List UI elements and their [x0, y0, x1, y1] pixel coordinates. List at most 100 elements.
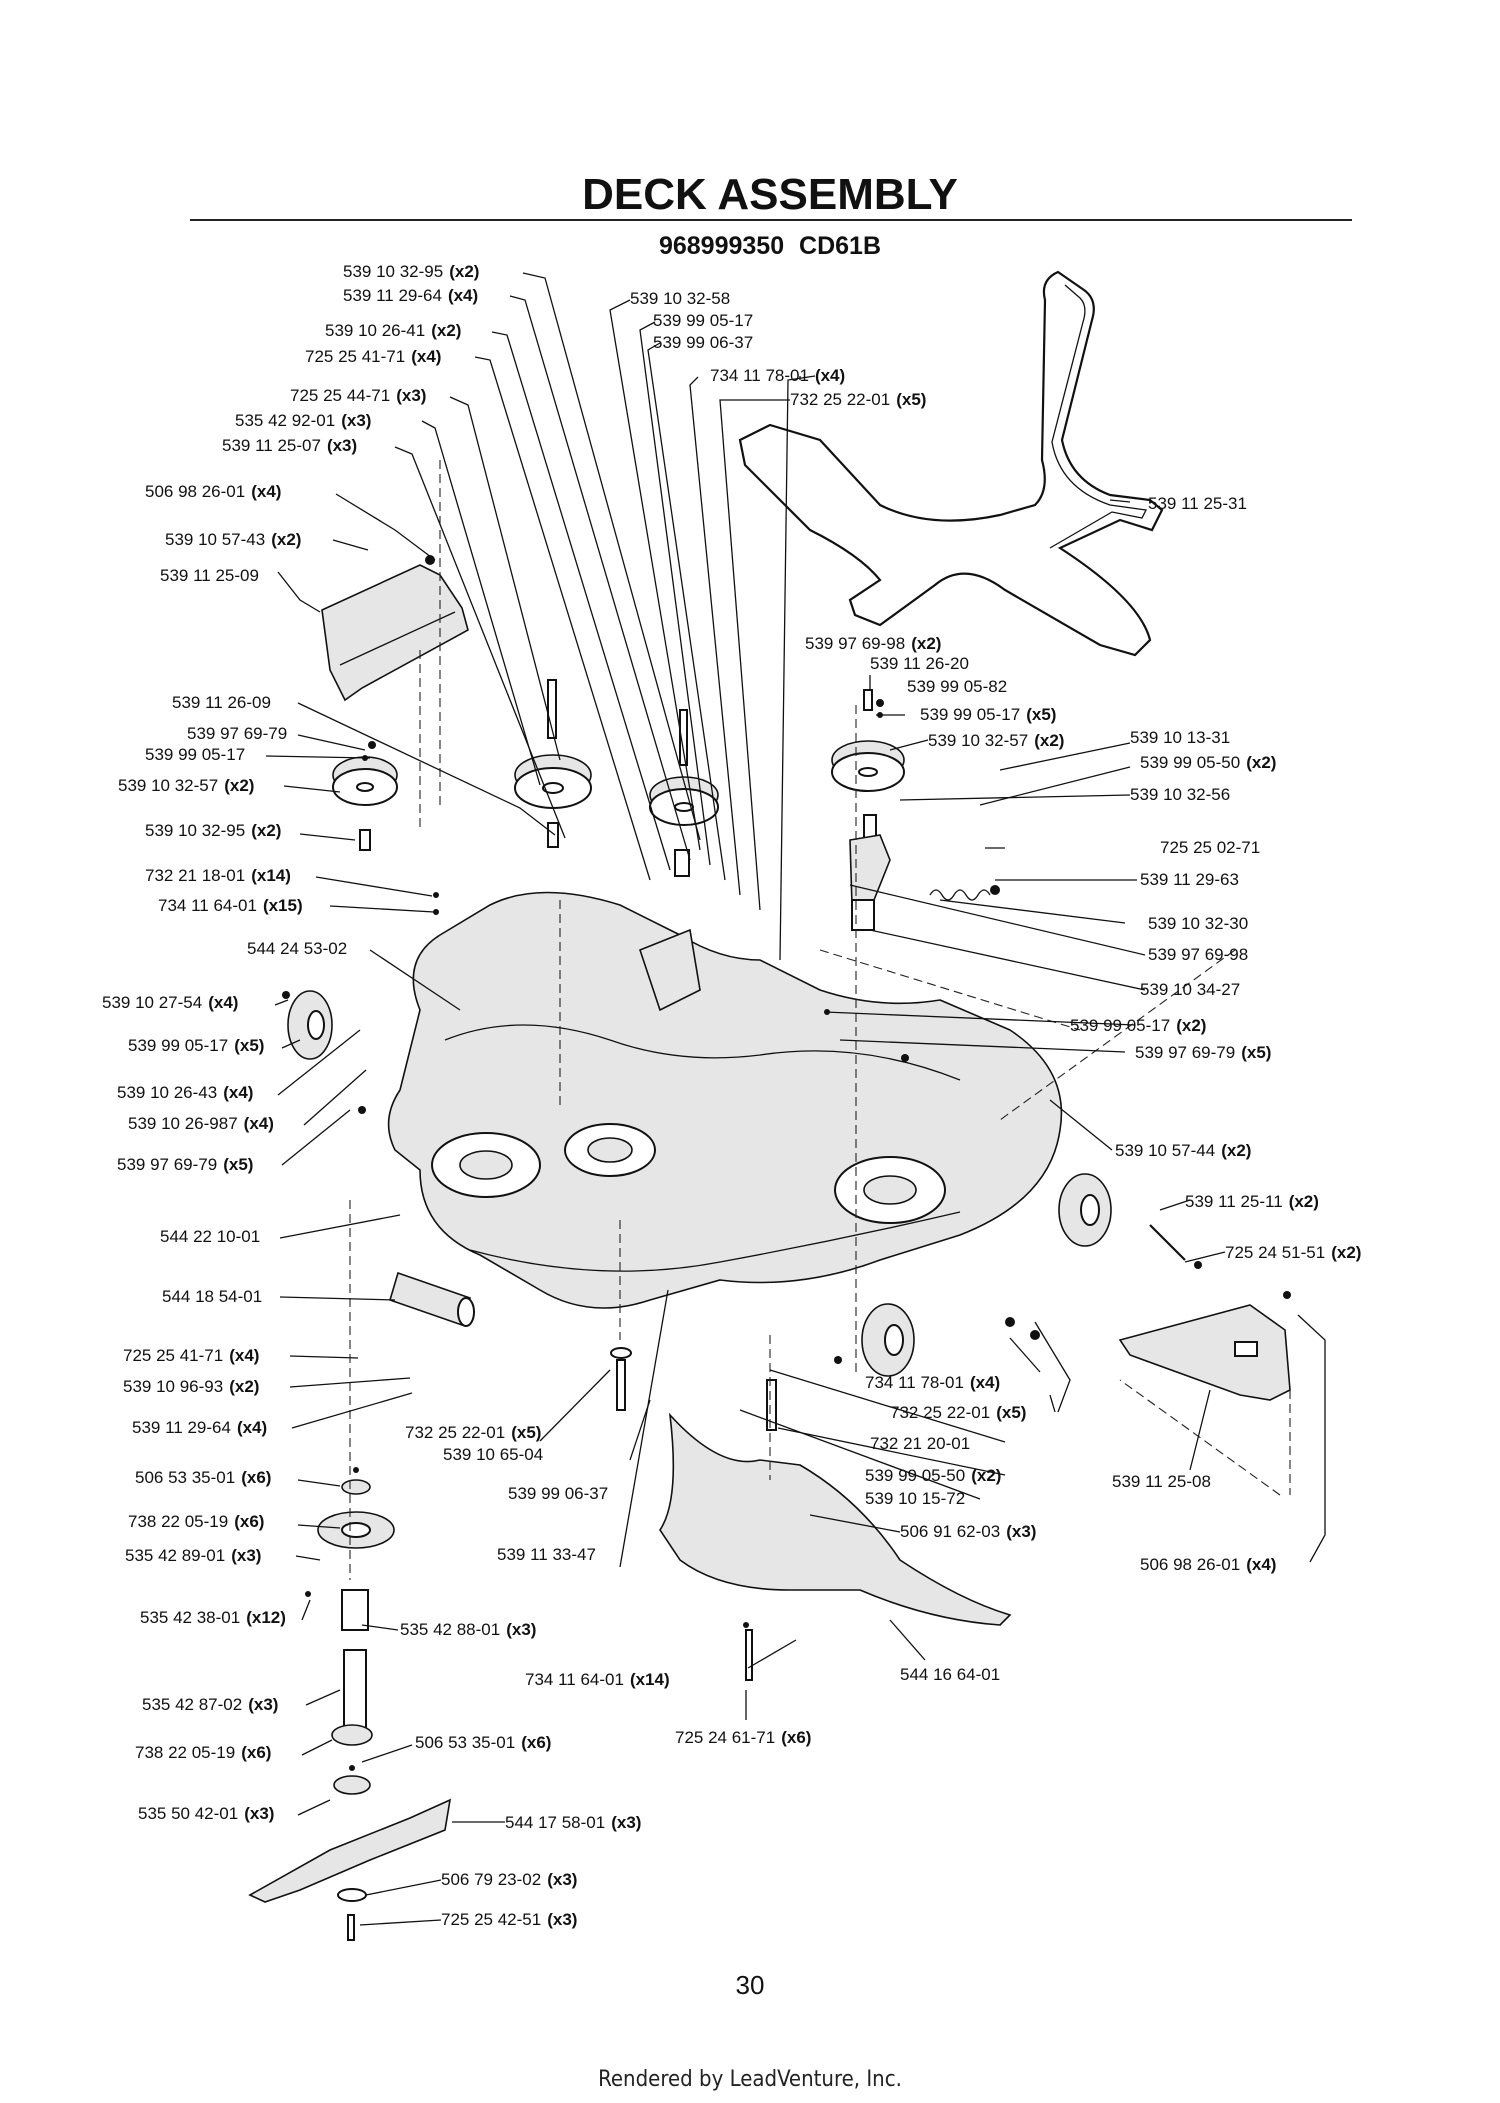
label-539-97-69-98: 539 97 69-98(x2) [805, 634, 942, 653]
label-539-11-29-64-lower: 539 11 29-64(x4) [132, 1418, 268, 1437]
label-725-24-51-51: 725 24 51-51(x2) [1225, 1243, 1362, 1262]
mower-deck-housing [387, 891, 1063, 1309]
label-539-11-25-31: 539 11 25-31 [1148, 494, 1247, 513]
label-539-10-32-57-right: 539 10 32-57(x2) [928, 731, 1065, 750]
label-539-10-32-95: 539 10 32-95(x2) [343, 262, 480, 281]
label-539-10-27-54: 539 10 27-54(x4) [102, 993, 239, 1012]
deck-bracket [639, 928, 701, 1012]
label-539-10-15-72: 539 10 15-72 [865, 1489, 966, 1508]
hardware-items [282, 555, 1291, 1771]
label-732-25-22-01-right: 732 25 22-01(x5) [890, 1403, 1027, 1422]
label-535-42-88-01: 535 42 88-01(x3) [400, 1620, 537, 1639]
label-725-25-41-71-lower: 725 25 41-71(x4) [123, 1346, 260, 1365]
label-539-10-57-43: 539 10 57-43(x2) [165, 530, 302, 549]
label-738-22-05-19: 738 22 05-19(x6) [128, 1512, 265, 1531]
label-539-10-32-58: 539 10 32-58 [630, 289, 731, 308]
label-539-11-25-08: 539 11 25-08 [1112, 1472, 1211, 1491]
label-535-42-89-01: 535 42 89-01(x3) [125, 1546, 262, 1565]
label-539-97-69-79-right: 539 97 69-79(x5) [1135, 1043, 1272, 1062]
label-539-10-26-987: 539 10 26-987(x4) [128, 1114, 274, 1133]
label-539-11-26-20: 539 11 26-20 [870, 654, 969, 673]
label-535-42-38-01: 535 42 38-01(x12) [140, 1608, 286, 1627]
label-539-10-57-44: 539 10 57-44(x2) [1115, 1141, 1252, 1160]
idler-arm [849, 834, 891, 911]
label-734-11-78-01: 734 11 78-01(x4) [710, 366, 846, 385]
label-734-11-64-01: 734 11 64-01(x15) [158, 896, 303, 915]
label-725-25-44-71: 725 25 44-71(x3) [290, 386, 427, 405]
model-number: 968999350 CD61B [658, 232, 882, 260]
bolt-right [766, 1379, 777, 1431]
label-539-99-05-17-top: 539 99 05-17 [653, 311, 754, 330]
label-539-11-25-07: 539 11 25-07(x3) [222, 436, 358, 455]
label-539-97-69-98-lower: 539 97 69-98 [1148, 945, 1249, 964]
label-539-10-13-31: 539 10 13-31 [1130, 728, 1231, 747]
label-544-22-10-01: 544 22 10-01 [160, 1227, 261, 1246]
label-539-10-26-43: 539 10 26-43(x4) [117, 1083, 254, 1102]
label-539-11-33-47: 539 11 33-47 [497, 1545, 596, 1564]
label-535-50-42-01: 535 50 42-01(x3) [138, 1804, 275, 1823]
label-539-99-05-17: 539 99 05-17 [145, 745, 246, 764]
label-725-24-61-71: 725 24 61-71(x6) [675, 1728, 812, 1747]
belt-cover-right [1118, 1304, 1291, 1401]
label-544-17-58-01: 544 17 58-01(x3) [505, 1813, 642, 1832]
belt-cover-left [321, 564, 469, 702]
label-539-10-26-41: 539 10 26-41(x2) [325, 321, 462, 340]
label-738-22-05-19-lower: 738 22 05-19(x6) [135, 1743, 272, 1762]
label-539-99-05-50-lower: 539 99 05-50(x2) [865, 1466, 1002, 1485]
label-535-42-87-02: 535 42 87-02(x3) [142, 1695, 279, 1714]
label-539-99-06-37-lower: 539 99 06-37 [508, 1484, 609, 1503]
label-539-99-05-82: 539 99 05-82 [907, 677, 1008, 696]
drive-belt [738, 270, 1164, 657]
idler-bushing [851, 899, 875, 931]
label-539-11-29-63: 539 11 29-63 [1140, 870, 1239, 889]
label-539-10-32-30: 539 10 32-30 [1148, 914, 1249, 933]
label-734-11-78-01-lower: 734 11 78-01(x4) [865, 1373, 1001, 1392]
label-732-21-18-01: 732 21 18-01(x14) [145, 866, 291, 885]
label-539-99-05-17-x5-right: 539 99 05-17(x5) [920, 705, 1057, 724]
label-732-25-22-01-left: 732 25 22-01(x5) [405, 1423, 542, 1442]
label-539-97-69-79: 539 97 69-79 [187, 724, 288, 743]
spindle-pulley-center-left [514, 679, 592, 848]
deck-roller [389, 1271, 475, 1327]
footer-credit: Rendered by LeadVenture, Inc. [598, 2067, 902, 2092]
label-725-25-42-51: 725 25 42-51(x3) [441, 1910, 578, 1929]
label-539-10-96-93: 539 10 96-93(x2) [123, 1377, 260, 1396]
label-506-79-23-02: 506 79 23-02(x3) [441, 1870, 578, 1889]
label-539-99-05-17-x5: 539 99 05-17(x5) [128, 1036, 265, 1055]
label-539-10-32-56: 539 10 32-56 [1130, 785, 1231, 804]
title-rule [190, 219, 1352, 221]
label-506-91-62-03: 506 91 62-03(x3) [900, 1522, 1037, 1541]
wheel-axle-right [1149, 1224, 1186, 1261]
label-732-21-20-01: 732 21 20-01 [870, 1434, 971, 1453]
spindle-assembly-left [317, 1479, 395, 1795]
label-544-16-64-01: 544 16 64-01 [900, 1665, 1001, 1684]
mower-blade [248, 1798, 452, 1903]
label-506-98-26-01-right: 506 98 26-01(x4) [1140, 1555, 1277, 1574]
label-539-10-34-27: 539 10 34-27 [1140, 980, 1241, 999]
label-539-11-29-64: 539 11 29-64(x4) [343, 286, 479, 305]
gauge-wheel-front [861, 1303, 915, 1377]
idler-pulley-right [831, 689, 905, 841]
gauge-wheel-left [287, 990, 333, 1060]
bolt-center [616, 1359, 626, 1411]
bolt-baffle [745, 1629, 753, 1681]
tension-spring [929, 889, 991, 901]
label-539-10-32-95-lower: 539 10 32-95(x2) [145, 821, 282, 840]
label-734-11-64-01-lower: 734 11 64-01(x14) [525, 1670, 670, 1689]
label-544-18-54-01: 544 18 54-01 [162, 1287, 263, 1306]
label-506-98-26-01: 506 98 26-01(x4) [145, 482, 282, 501]
idler-pulley-left [332, 756, 398, 851]
label-725-25-41-71: 725 25 41-71(x4) [305, 347, 442, 366]
label-539-11-25-11: 539 11 25-11(x2) [1185, 1192, 1319, 1211]
idler-pulley-center [649, 709, 719, 877]
label-544-24-53-02: 544 24 53-02 [247, 939, 348, 958]
cover-decal-icon [1234, 1341, 1258, 1357]
label-506-53-35-01-lower: 506 53 35-01(x6) [415, 1733, 552, 1752]
label-539-10-32-57-left: 539 10 32-57(x2) [118, 776, 255, 795]
label-539-99-06-37: 539 99 06-37 [653, 333, 754, 352]
label-539-99-05-50: 539 99 05-50(x2) [1140, 753, 1277, 772]
label-539-99-05-17-x2: 539 99 05-17(x2) [1070, 1016, 1207, 1035]
label-539-11-26-09: 539 11 26-09 [172, 693, 271, 712]
